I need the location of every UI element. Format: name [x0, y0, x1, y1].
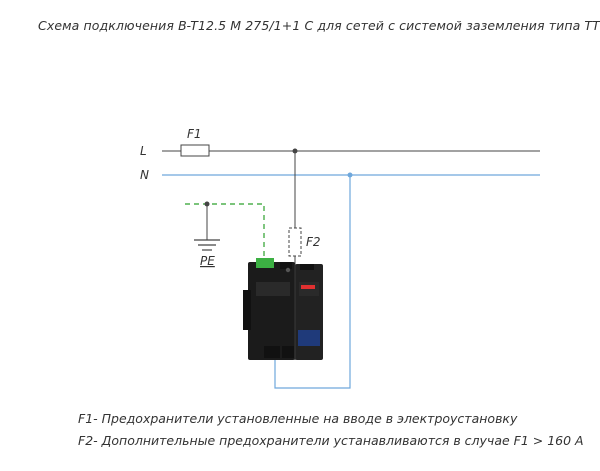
- pe-wire: [185, 203, 265, 262]
- surge-protection-device: [243, 258, 323, 360]
- label-panel-left: [256, 282, 290, 296]
- terminal-bottom-r: [282, 346, 294, 358]
- label-pe: PE: [200, 254, 215, 268]
- fuse-f2: [288, 227, 302, 257]
- indicator-blue: [298, 330, 320, 346]
- label-f1: F1: [187, 127, 202, 141]
- device-din-base: [243, 290, 251, 330]
- terminal-bottom-l: [264, 346, 280, 358]
- terminal-top-l: [280, 262, 292, 269]
- device-left-module: [248, 262, 295, 360]
- label-l: L: [140, 144, 147, 158]
- diagram-title: Схема подключения B-T12.5 M 275/1+1 C дл…: [38, 18, 600, 33]
- label-f2: F2: [306, 235, 321, 249]
- note-f2: F2- Дополнительные предохранители устана…: [78, 433, 584, 448]
- branch-n: [274, 175, 351, 389]
- terminal-top-r: [300, 264, 314, 270]
- indicator-red: [301, 285, 315, 289]
- note-f1: F1- Предохранители установленные на ввод…: [78, 411, 518, 426]
- screw-top: [285, 267, 291, 273]
- label-n: N: [140, 168, 149, 182]
- fuse-f1: [180, 144, 210, 157]
- terminal-green: [256, 258, 274, 268]
